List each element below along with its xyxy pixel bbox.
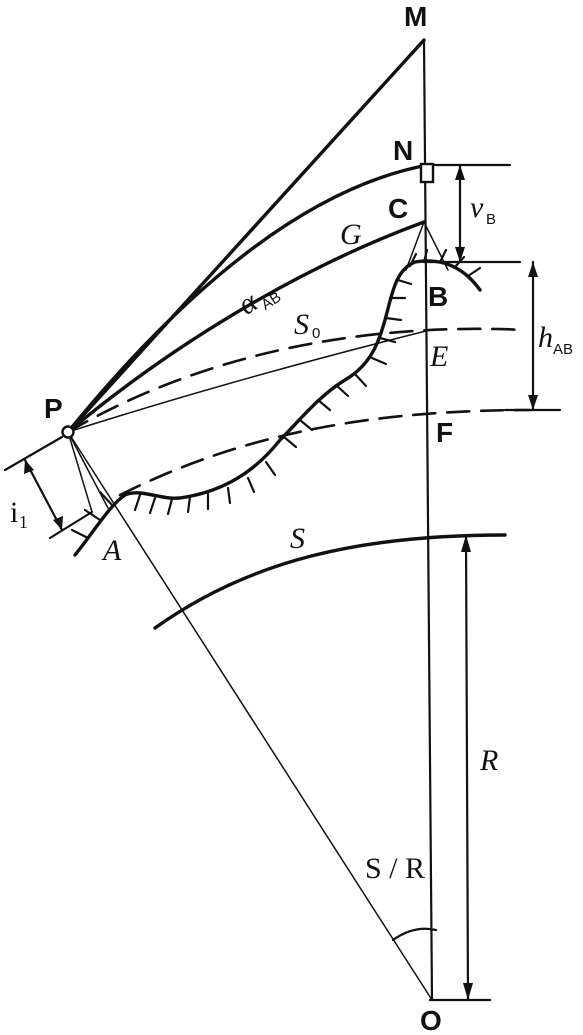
instrument-leg-right xyxy=(67,431,109,509)
i1-dimension xyxy=(23,458,64,532)
instrument-leg-left xyxy=(67,431,93,513)
leg-c-b-left xyxy=(405,221,425,271)
target-box-n xyxy=(419,162,435,184)
label-f: F xyxy=(436,417,453,448)
line-p-n xyxy=(66,163,430,434)
svg-text:AB: AB xyxy=(553,341,573,358)
label-s0: S 0 xyxy=(294,308,320,342)
terrain-hatching xyxy=(70,248,482,540)
i1-ext-bottom xyxy=(48,510,94,540)
label-angle-s-over-r: S / R xyxy=(365,852,425,885)
label-m: M xyxy=(404,1,427,32)
svg-text:0: 0 xyxy=(312,325,320,342)
svg-text:α: α xyxy=(232,285,264,322)
label-i1: i₁ xyxy=(10,496,29,529)
svg-text:v: v xyxy=(470,191,484,224)
vb-arrow-top xyxy=(455,165,465,180)
svg-text:B: B xyxy=(486,211,496,228)
angle-arc-o xyxy=(391,927,438,942)
r-arrow-top xyxy=(461,535,471,552)
svg-text:AB: AB xyxy=(258,289,284,314)
dashed-surface-e xyxy=(66,327,527,434)
label-p: P xyxy=(44,393,63,424)
svg-text:S: S xyxy=(294,308,309,341)
line-p-c xyxy=(66,220,426,434)
r-dimension xyxy=(464,533,470,1002)
label-s: S xyxy=(290,522,305,555)
r-arrow-bottom xyxy=(463,983,473,1000)
hab-arrow-bottom xyxy=(528,395,538,410)
vb-arrow-bottom xyxy=(455,247,465,262)
label-o: O xyxy=(420,1005,442,1035)
i1-ext-top xyxy=(3,435,64,472)
line-p-m xyxy=(66,38,426,434)
dashed-surface-f xyxy=(118,408,532,497)
terrain-profile xyxy=(73,259,482,557)
label-r: R xyxy=(479,744,498,777)
svg-text:h: h xyxy=(538,321,553,354)
line-p-o xyxy=(67,431,433,1001)
i1-arrow-top xyxy=(24,460,34,474)
label-e: E xyxy=(429,340,448,373)
label-vb: v B xyxy=(470,191,496,228)
i1-arrow-bottom xyxy=(53,516,63,530)
surface-s-arc xyxy=(153,533,507,630)
label-hab: h AB xyxy=(538,321,573,358)
station-point-p xyxy=(61,425,75,439)
label-b: B xyxy=(428,281,448,312)
label-c: C xyxy=(388,193,408,224)
label-n: N xyxy=(393,135,413,166)
vertical-line-m-o xyxy=(422,38,434,1002)
hab-arrow-top xyxy=(528,262,538,277)
label-g: G xyxy=(340,218,362,251)
label-a: A xyxy=(101,534,122,567)
